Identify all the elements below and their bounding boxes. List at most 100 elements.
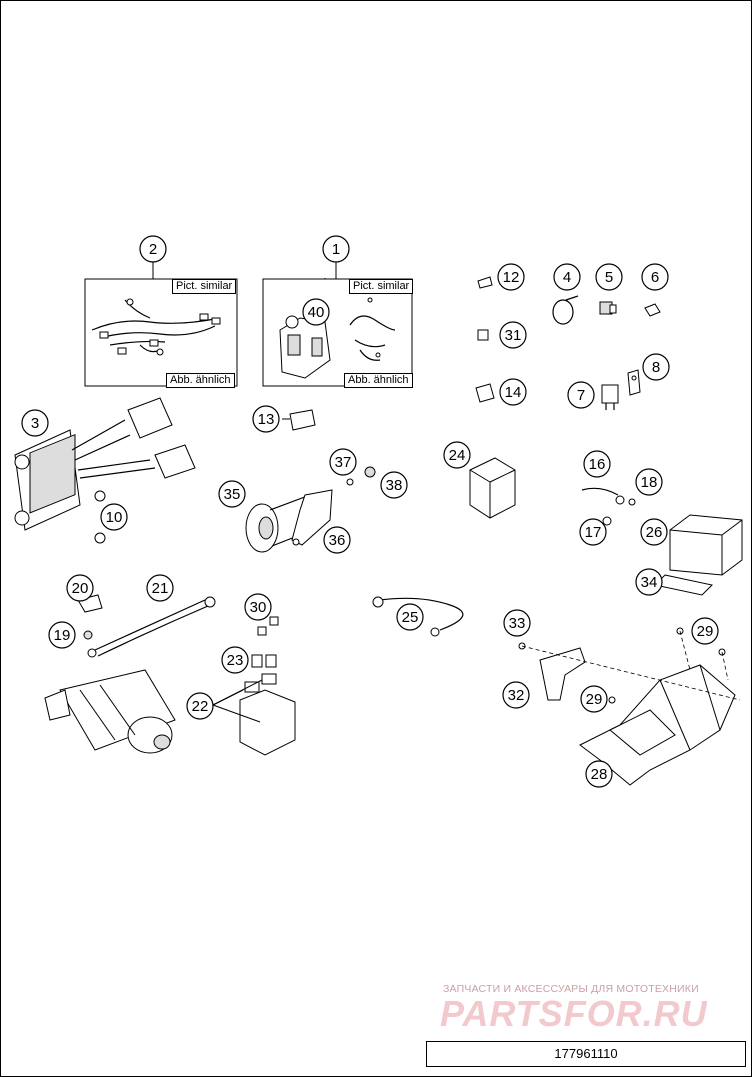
callout-7-label: 7 bbox=[577, 387, 585, 404]
callout-18: 18 bbox=[635, 468, 663, 496]
callout-37-label: 37 bbox=[335, 454, 352, 471]
part-12-bulb bbox=[477, 276, 493, 289]
callout-19: 19 bbox=[48, 621, 76, 649]
part-starter-motor bbox=[44, 669, 176, 754]
callout-21-label: 21 bbox=[152, 580, 169, 597]
part-25-battery-cable bbox=[372, 596, 464, 637]
callout-7: 7 bbox=[567, 381, 595, 409]
part-13-connector bbox=[282, 409, 316, 431]
callout-17-label: 17 bbox=[585, 524, 602, 541]
part-6-clip bbox=[644, 303, 661, 317]
callout-20-label: 20 bbox=[72, 580, 89, 597]
part-17-washer bbox=[602, 516, 612, 526]
callout-1-label: 1 bbox=[332, 241, 340, 258]
callout-34: 34 bbox=[635, 568, 663, 596]
callout-29-label: 29 bbox=[697, 623, 714, 640]
callout-25: 25 bbox=[396, 603, 424, 631]
document-number: 177961110 bbox=[426, 1041, 746, 1067]
callout-28: 28 bbox=[585, 760, 613, 788]
callout-28-label: 28 bbox=[591, 766, 608, 783]
callout-33: 33 bbox=[503, 609, 531, 637]
callout-13-label: 13 bbox=[258, 411, 275, 428]
callout-17: 17 bbox=[579, 518, 607, 546]
callout-18-label: 18 bbox=[641, 474, 658, 491]
part-10-screw bbox=[94, 490, 106, 544]
callout-26-label: 26 bbox=[646, 524, 663, 541]
callout-2: 2 bbox=[139, 235, 167, 263]
callout-20: 20 bbox=[66, 574, 94, 602]
part-5-clip bbox=[599, 301, 617, 315]
callout-36: 36 bbox=[323, 526, 351, 554]
part-30-fuse bbox=[257, 616, 279, 636]
callout-37: 37 bbox=[329, 448, 357, 476]
part-19-nut bbox=[83, 630, 93, 640]
callout-22-label: 22 bbox=[192, 698, 209, 715]
callout-40: 40 bbox=[302, 298, 330, 326]
callout-31-label: 31 bbox=[505, 327, 522, 344]
part-36-horn-bracket bbox=[291, 489, 333, 546]
callout-6: 6 bbox=[641, 263, 669, 291]
part-8-bracket bbox=[627, 369, 641, 396]
part-7-relay bbox=[601, 384, 619, 410]
part-23-fuses bbox=[251, 654, 277, 668]
callout-19-label: 19 bbox=[54, 627, 71, 644]
part-16-ground-cable bbox=[581, 487, 625, 505]
callout-23-label: 23 bbox=[227, 652, 244, 669]
callout-36-label: 36 bbox=[329, 532, 346, 549]
part-38-nut bbox=[364, 466, 376, 478]
part-28-battery-holder bbox=[579, 664, 736, 786]
callout-13: 13 bbox=[252, 405, 280, 433]
callout-10: 10 bbox=[100, 503, 128, 531]
callout-29-label: 29 bbox=[586, 691, 603, 708]
callout-35-label: 35 bbox=[224, 486, 241, 503]
callout-34-label: 34 bbox=[641, 574, 658, 591]
callout-8: 8 bbox=[642, 353, 670, 381]
watermark-logo: PARTSFOR.RU bbox=[440, 993, 708, 1034]
callout-8-label: 8 bbox=[652, 359, 660, 376]
callout-10-label: 10 bbox=[106, 509, 123, 526]
callout-38-label: 38 bbox=[386, 477, 403, 494]
callout-29: 29 bbox=[691, 617, 719, 645]
callout-23: 23 bbox=[221, 646, 249, 674]
callout-16-label: 16 bbox=[589, 456, 606, 473]
part-harness-kit-box bbox=[262, 262, 413, 387]
callout-2-label: 2 bbox=[149, 241, 157, 258]
part-wiring-harness-box bbox=[84, 262, 238, 387]
abb-aehnlich-tag-left: Abb. ähnlich bbox=[166, 373, 235, 388]
callout-22: 22 bbox=[186, 692, 214, 720]
callout-32-label: 32 bbox=[508, 687, 525, 704]
callout-1: 1 bbox=[322, 235, 350, 263]
part-3-voltage-regulator bbox=[14, 397, 196, 531]
callout-6-label: 6 bbox=[651, 269, 659, 286]
part-37-washer bbox=[346, 478, 354, 486]
callout-4: 4 bbox=[553, 263, 581, 291]
pict-similar-tag-right: Pict. similar bbox=[349, 279, 414, 294]
abb-aehnlich-tag-right: Abb. ähnlich bbox=[344, 373, 413, 388]
callout-31: 31 bbox=[499, 321, 527, 349]
part-14-relay-socket bbox=[475, 383, 495, 403]
callout-29: 29 bbox=[580, 685, 608, 713]
callout-26: 26 bbox=[640, 518, 668, 546]
callout-21: 21 bbox=[146, 574, 174, 602]
part-31-fuse bbox=[477, 329, 489, 341]
callout-40-label: 40 bbox=[308, 304, 325, 321]
callout-4-label: 4 bbox=[563, 269, 571, 286]
callout-3: 3 bbox=[21, 409, 49, 437]
callout-24-label: 24 bbox=[449, 447, 466, 464]
part-29-screws bbox=[608, 627, 726, 704]
part-4-cable-tie bbox=[552, 295, 579, 325]
callout-5: 5 bbox=[595, 263, 623, 291]
part-26-battery bbox=[669, 514, 743, 576]
part-24-control-unit bbox=[469, 457, 516, 519]
pict-similar-tag-left: Pict. similar bbox=[172, 279, 237, 294]
callout-14: 14 bbox=[499, 378, 527, 406]
callout-33-label: 33 bbox=[509, 615, 526, 632]
part-21-starter-cable bbox=[87, 596, 216, 658]
watermark-tagline: ЗАПЧАСТИ И АКСЕССУАРЫ ДЛЯ МОТОТЕХНИКИ bbox=[443, 983, 699, 995]
part-22-starter-relay bbox=[212, 673, 296, 756]
callout-38: 38 bbox=[380, 471, 408, 499]
part-18-screw bbox=[628, 498, 636, 506]
callout-25-label: 25 bbox=[402, 609, 419, 626]
